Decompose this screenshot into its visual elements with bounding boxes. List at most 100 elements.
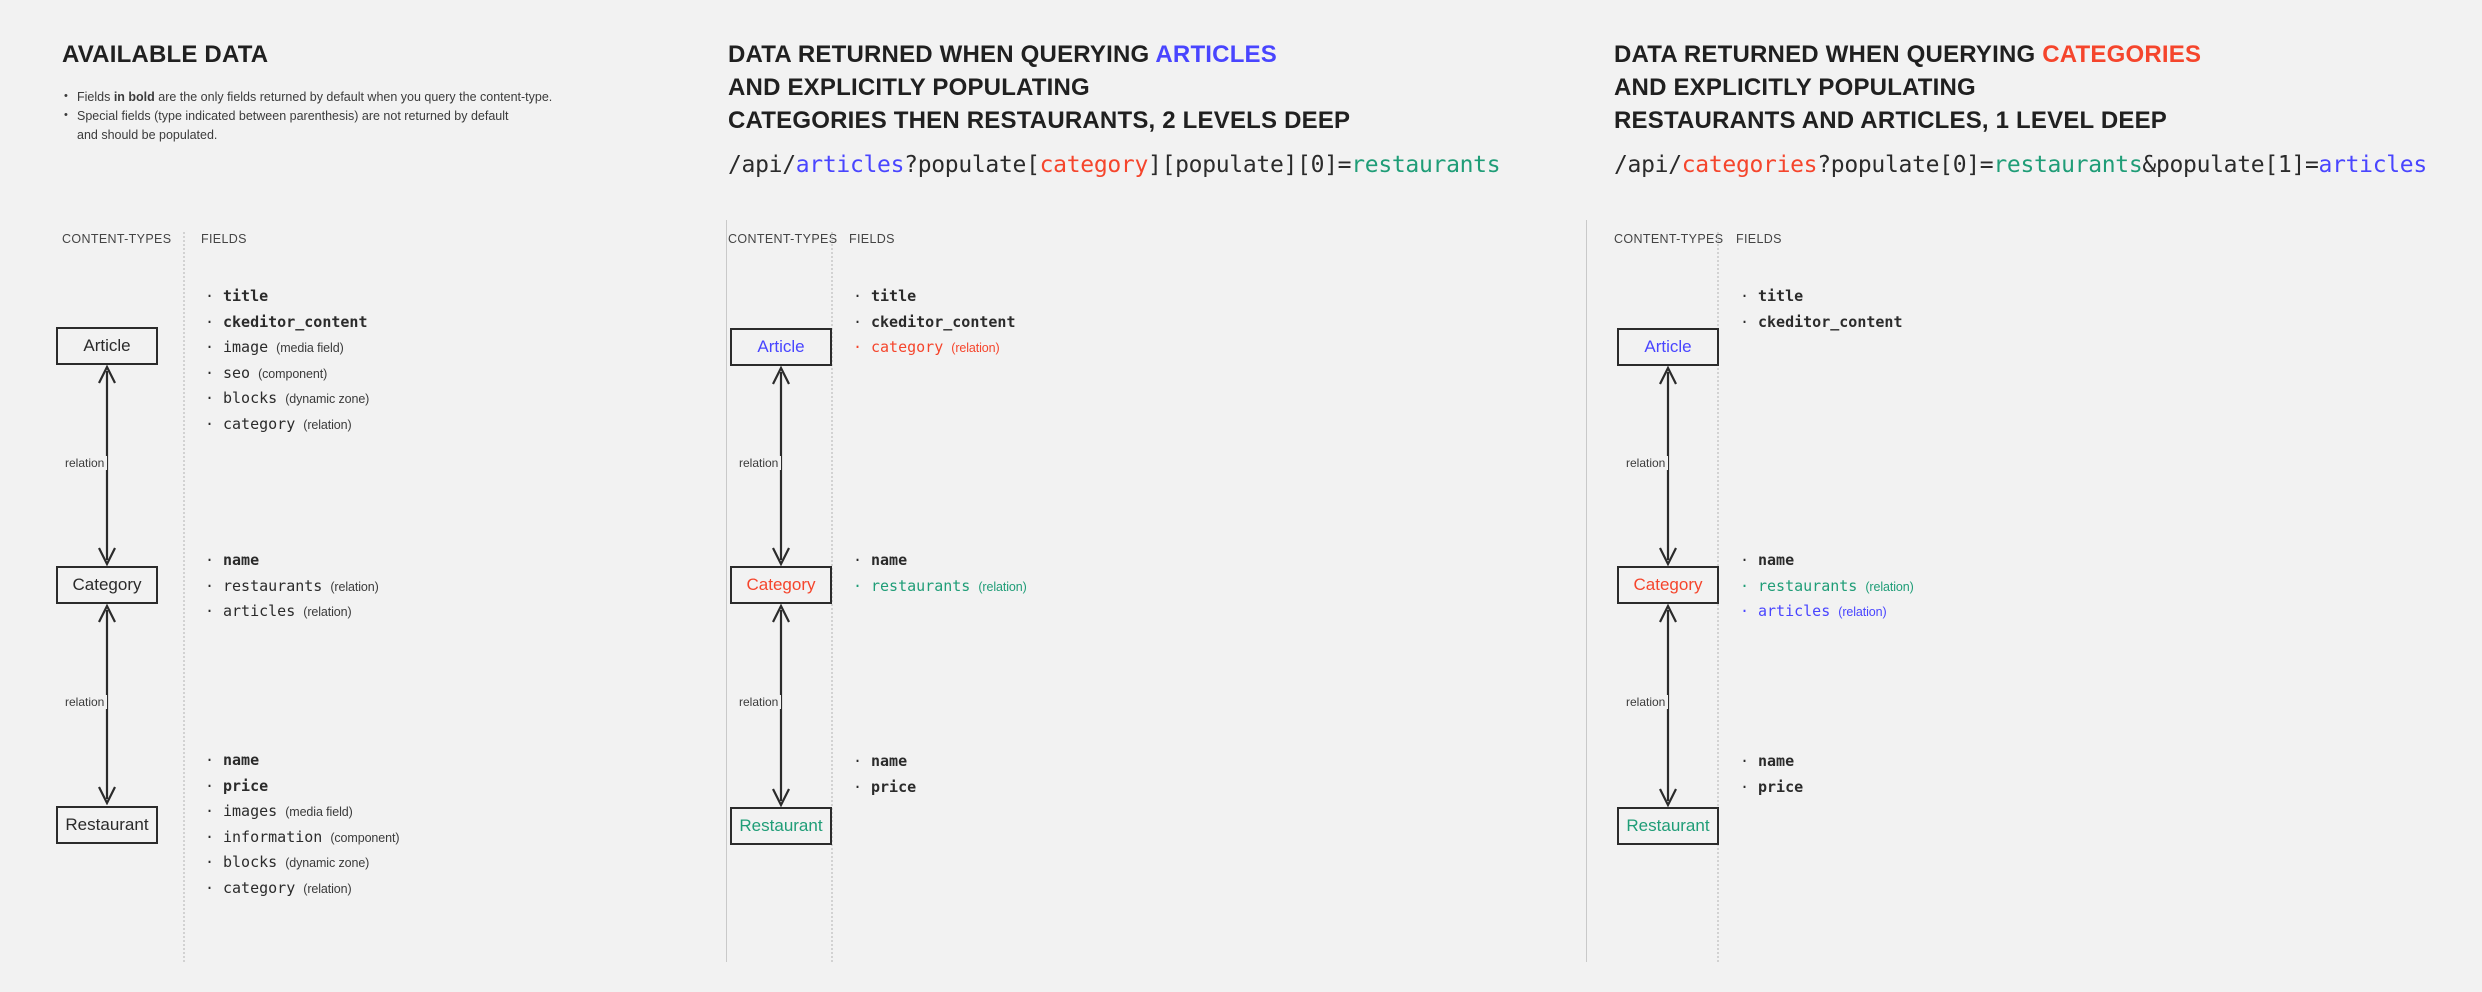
url-token: &populate[1]=: [2142, 152, 2319, 178]
panel-query-articles: DATA RETURNED WHEN QUERYING ARTICLES AND…: [726, 0, 1586, 992]
entity-label: Article: [1644, 337, 1692, 356]
url-token: ][populate][0]=: [1148, 152, 1352, 178]
bullet-icon: ·: [1740, 777, 1750, 796]
field-name: articles: [223, 602, 296, 620]
entity-box-restaurant-3[interactable]: Restaurant: [1617, 807, 1719, 845]
api-url-categories: /api/categories?populate[0]=restaurants&…: [1614, 152, 2427, 178]
entity-label: Category: [72, 575, 142, 594]
entity-label: Category: [1633, 575, 1703, 594]
url-token: ?populate[: [904, 152, 1040, 178]
field-row: ·name: [201, 548, 379, 574]
field-row: ·category(relation): [201, 876, 399, 902]
entity-box-category-2[interactable]: Category: [730, 566, 832, 604]
field-name: name: [871, 752, 908, 770]
panel-query-categories: DATA RETURNED WHEN QUERYING CATEGORIES A…: [1586, 0, 2482, 992]
field-name: name: [223, 751, 260, 769]
entity-label: Restaurant: [65, 815, 149, 834]
field-name: name: [223, 551, 260, 569]
url-token: categories: [1681, 152, 1818, 178]
url-token: category: [1039, 152, 1149, 178]
caption-content-types-2: CONTENT-TYPES: [728, 232, 838, 246]
url-token: ?populate[0]=: [1817, 152, 1994, 178]
field-type: (media field): [276, 341, 344, 355]
field-row: · category (relation): [849, 335, 1016, 361]
bullet-icon: ·: [1740, 287, 1750, 305]
field-list-restaurant-1: ·name·price·images(media field)·informat…: [201, 748, 400, 902]
field-row: · price: [201, 774, 399, 800]
url-token: /api/: [1614, 152, 1682, 178]
field-list-article-2: · title · ckeditor_content · category (relatio…: [849, 284, 1016, 361]
entity-label: Restaurant: [1626, 816, 1710, 835]
field-type: (relation): [330, 579, 379, 594]
field-name: blocks: [223, 389, 278, 407]
field-name: price: [223, 776, 269, 795]
field-name: category: [223, 414, 296, 433]
field-row: ·name: [1736, 548, 1914, 574]
url-token: /api/: [728, 152, 796, 178]
field-list-restaurant-2: ·name·price: [849, 749, 916, 800]
bullet-icon: ·: [205, 878, 215, 897]
url-token: restaurants: [1351, 152, 1501, 178]
field-name: name: [1758, 752, 1795, 770]
bullet-icon: ·: [205, 389, 215, 407]
field-type: (relation): [951, 341, 1000, 355]
field-name: ckeditor_content: [871, 312, 1016, 331]
field-row: · blocks (dynamic zone): [201, 386, 369, 412]
field-list-article-3: ·title·ckeditor_content: [1736, 284, 1903, 335]
url-token: restaurants: [1993, 152, 2143, 178]
entity-box-article-3[interactable]: Article: [1617, 328, 1719, 366]
bullet-icon: ·: [853, 312, 863, 331]
panel-3-heading: DATA RETURNED WHEN QUERYING CATEGORIES A…: [1614, 38, 2201, 137]
entity-label: Category: [746, 575, 816, 594]
field-list-category-2: ·name·restaurants(relation): [849, 548, 1027, 599]
field-row: ·information(component): [201, 825, 400, 851]
relation-label-3b: relation: [1623, 695, 1669, 709]
entity-box-article-1[interactable]: Article: [56, 327, 158, 365]
relation-label-2a: relation: [736, 456, 782, 470]
field-row: ·name: [849, 548, 1027, 574]
entity-box-restaurant-1[interactable]: Restaurant: [56, 806, 158, 844]
field-row: ·price: [1736, 775, 1803, 801]
bullet-icon: ·: [205, 802, 215, 820]
field-name: blocks: [223, 853, 278, 871]
entity-label: Article: [757, 337, 805, 356]
entity-box-restaurant-2[interactable]: Restaurant: [730, 807, 832, 845]
field-row: ·name: [1736, 749, 1803, 775]
field-type: (dynamic zone): [285, 392, 370, 406]
field-name: name: [871, 551, 908, 569]
url-token: articles: [2318, 152, 2428, 178]
bullet-icon: ·: [205, 776, 215, 795]
field-type: (dynamic zone): [285, 856, 370, 870]
field-name: category: [871, 338, 944, 356]
panel-1-heading: AVAILABLE DATA: [62, 38, 268, 71]
field-name: image: [223, 338, 269, 356]
field-list-category-3: ·name·restaurants(relation)·articles(rel…: [1736, 548, 1914, 625]
bullet-icon: ·: [853, 777, 863, 796]
field-row: ·ckeditor_content: [201, 310, 369, 336]
field-row: · name: [849, 749, 916, 775]
field-row: ·restaurants(relation): [849, 574, 1027, 600]
field-type: (relation): [303, 881, 352, 896]
bullet-icon: ·: [1740, 312, 1750, 331]
field-type: (relation): [303, 417, 352, 432]
entity-box-category-3[interactable]: Category: [1617, 566, 1719, 604]
field-type: (component): [330, 830, 400, 845]
api-url-articles: /api/articles?populate[category][populat…: [728, 152, 1501, 178]
panel-2-heading-line3: CATEGORIES THEN RESTAURANTS, 2 LEVELS DE…: [728, 107, 1351, 134]
column-divider-1: [183, 232, 185, 962]
field-type: (relation): [303, 605, 352, 619]
relation-label-2b: relation: [736, 695, 782, 709]
panel-3-heading-line1: DATA RETURNED WHEN QUERYING CATEGORIES: [1614, 41, 2202, 68]
field-name: seo: [223, 363, 251, 382]
entity-box-article-2[interactable]: Article: [730, 328, 832, 366]
bullet-icon: ·: [853, 338, 863, 356]
bullet-icon: ·: [853, 752, 863, 770]
field-name: title: [871, 287, 917, 305]
entity-box-category-1[interactable]: Category: [56, 566, 158, 604]
field-name: restaurants: [871, 576, 971, 595]
field-row: ·title: [1736, 284, 1903, 310]
caption-fields-3: FIELDS: [1736, 232, 1782, 246]
field-type: (media field): [285, 805, 353, 819]
field-list-restaurant-3: ·name·price: [1736, 749, 1803, 800]
